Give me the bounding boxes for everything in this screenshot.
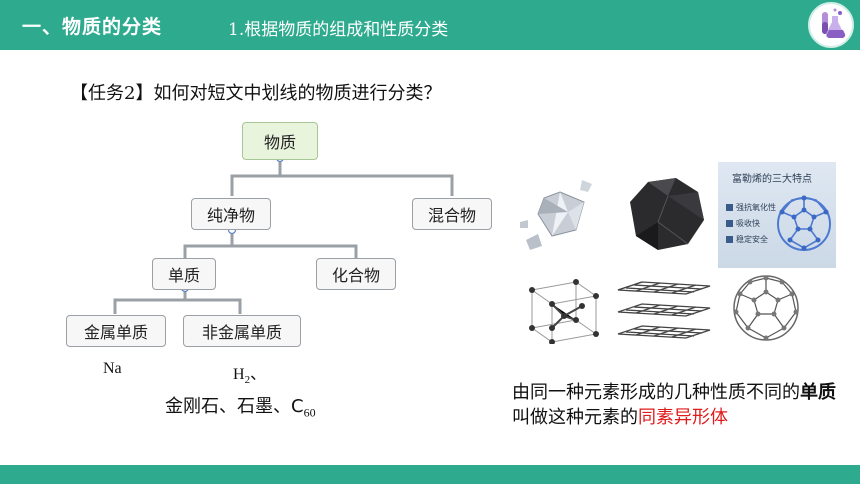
allotrope-definition: 由同一种元素形成的几种性质不同的单质叫做这种元素的同素异形体 [512,382,836,428]
classification-tree-lines [113,153,454,314]
footer-bar [0,465,860,484]
fullerene-feature: 吸收快 [726,218,760,229]
node-pure-substance: 纯净物 [191,198,271,230]
node-substance: 物质 [242,122,318,160]
section-subtitle: 1.根据物质的组成和性质分类 [228,20,449,40]
example-allotropes: 金刚石、石墨、C60 [165,396,316,420]
diamond-structure-image [529,279,599,344]
checkbox-icon [726,236,733,243]
chemistry-logo-icon [808,2,854,48]
header-bar: 一、物质的分类 1.根据物质的组成和性质分类 [0,0,860,50]
node-metal-element: 金属单质 [66,315,166,347]
example-nonmetal: H2、 [233,366,267,387]
node-nonmetal-element: 非金属单质 [183,315,301,347]
task-question: 【任务2】如何对短文中划线的物质进行分类？ [70,83,442,104]
diamond-image [512,162,608,262]
node-mixture: 混合物 [412,198,492,230]
example-metal: Na [103,360,122,377]
section-title: 一、物质的分类 [22,16,163,38]
fullerene-ball-icon [777,195,831,251]
checkbox-icon [726,220,733,227]
fullerene-feature: 强抗氧化性 [726,202,776,213]
fullerene-card-title: 富勒烯的三大特点 [732,174,812,185]
checkbox-icon [726,204,733,211]
node-element-substance: 单质 [152,258,216,290]
c60-structure-image [733,275,799,341]
fullerene-feature: 稳定安全 [726,234,768,245]
graphite-lump-image [618,162,712,262]
node-compound: 化合物 [316,258,396,290]
fullerene-card: 富勒烯的三大特点 强抗氧化性 吸收快 稳定安全 [718,162,836,268]
graphite-structure-image [617,281,711,339]
